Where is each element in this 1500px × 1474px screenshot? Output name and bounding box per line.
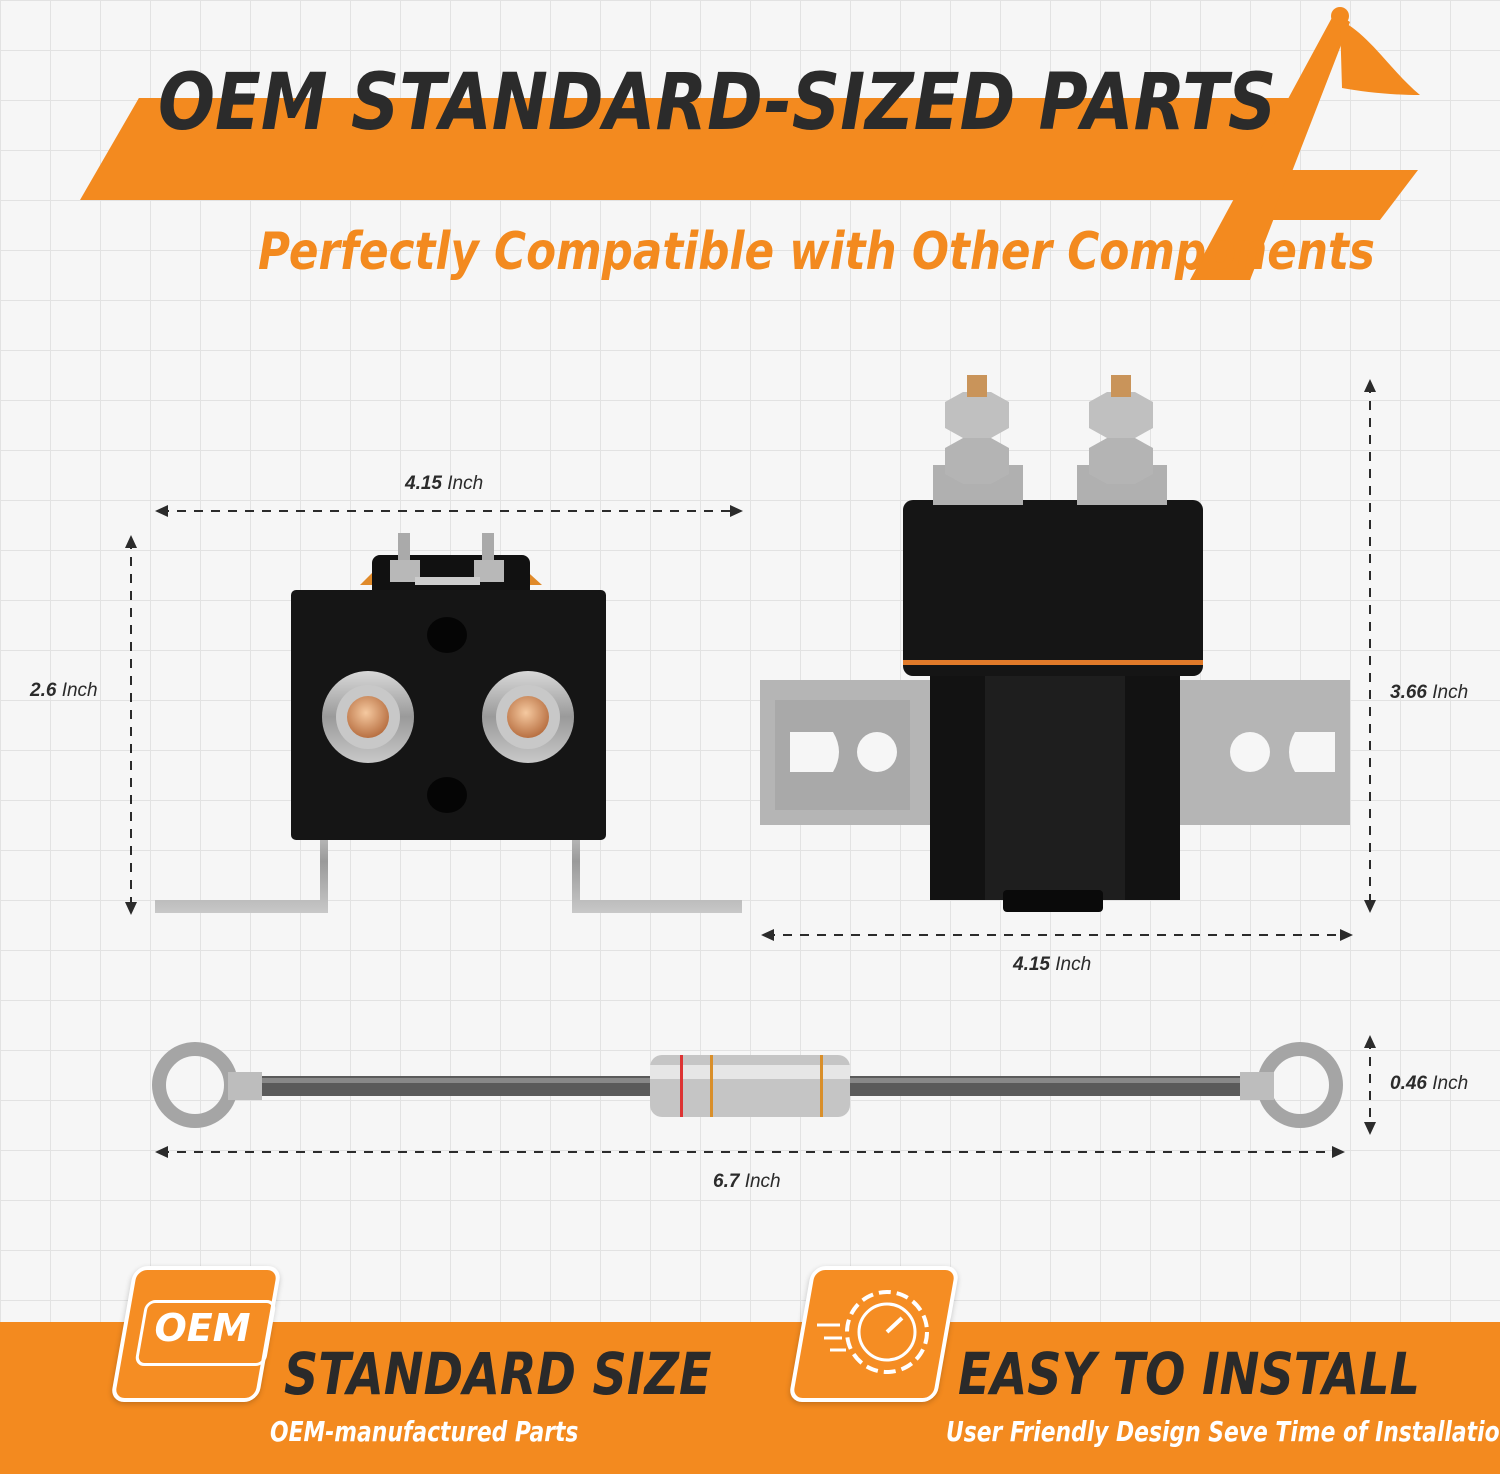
- dimension-lines: [125, 379, 1376, 1158]
- cable-image: [152, 1042, 1343, 1128]
- page-title: OEM STANDARD-SIZED PARTS: [158, 58, 1277, 148]
- page-subtitle: Perfectly Compatible with Other Componen…: [258, 222, 1375, 282]
- small-width-label: 4.15 Inch: [405, 473, 484, 494]
- small-height-label: 2.6 Inch: [30, 680, 98, 701]
- gear-gauge-icon: [817, 1290, 929, 1374]
- oem-badge-text: OEM: [154, 1306, 251, 1350]
- flag-icon: [1190, 7, 1420, 280]
- large-solenoid-image: [760, 375, 1350, 912]
- small-solenoid-image: [155, 533, 742, 913]
- cable-height-label: 0.46 Inch: [1390, 1073, 1469, 1094]
- feature-easy-install-title: EASY TO INSTALL: [958, 1340, 1420, 1408]
- feature-standard-size-title: STANDARD SIZE: [284, 1340, 712, 1408]
- feature-standard-size-subtitle: OEM-manufactured Parts: [270, 1415, 579, 1448]
- large-height-label: 3.66 Inch: [1390, 682, 1469, 703]
- large-width-label: 4.15 Inch: [1013, 954, 1092, 975]
- feature-easy-install-subtitle: User Friendly Design Seve Time of Instal…: [946, 1415, 1500, 1448]
- cable-length-label: 6.7 Inch: [713, 1171, 781, 1192]
